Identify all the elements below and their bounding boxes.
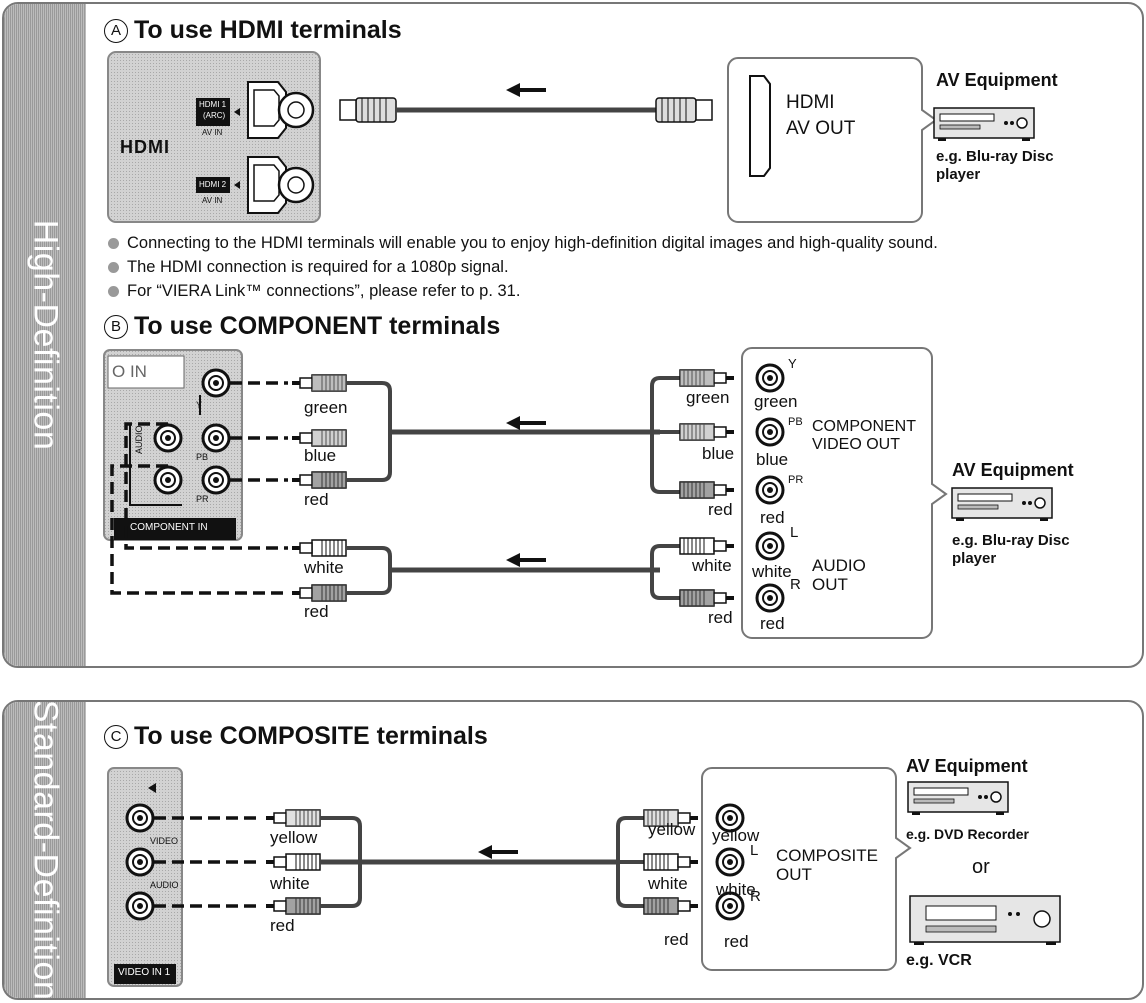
- jack-label-white: white: [752, 562, 792, 581]
- jack-label-blue: blue: [756, 450, 789, 469]
- jack-sup-pb: PB: [788, 416, 803, 428]
- tv-label-in: O IN: [112, 362, 147, 381]
- tv-label-audio: AUDIO: [150, 880, 179, 890]
- cable-label-blue: blue: [304, 446, 337, 465]
- section-marker-a: A: [104, 19, 128, 43]
- equipment-example-dvd: e.g. DVD Recorder: [906, 826, 1029, 842]
- jack-sup-r: R: [750, 888, 761, 905]
- signal-direction-arrow: [478, 845, 518, 859]
- dvd-recorder-icon: [907, 781, 1009, 816]
- cable-label-white: white: [270, 874, 310, 893]
- equipment-example-vcr: e.g. VCR: [906, 952, 972, 969]
- component-video-out-2: VIDEO OUT: [812, 436, 901, 453]
- tv-label-audio: AUDIO: [134, 425, 144, 454]
- vcr-icon: [909, 895, 1061, 945]
- video-in-1-label-bar: [114, 964, 176, 984]
- source-cable-label-red-audio: red: [708, 608, 733, 627]
- composite-source-box: [701, 767, 912, 971]
- hdmi-port-1: [196, 81, 315, 139]
- hdmi-out-port: [749, 75, 771, 177]
- hdmi-port-2-label: AV IN: [202, 196, 223, 205]
- tv-label-video: VIDEO: [150, 836, 179, 846]
- cable-label-red: red: [304, 490, 329, 509]
- hdmi-source-box: [727, 57, 938, 223]
- hdmi-cable: [339, 97, 713, 123]
- signal-direction-arrow: [506, 416, 546, 430]
- signal-direction-arrow: [506, 553, 546, 567]
- high-definition-band: High-Definition: [4, 4, 86, 666]
- composite-out-2: OUT: [776, 865, 812, 884]
- source-cable-label-yellow: yellow: [648, 820, 696, 839]
- standard-definition-panel: Standard-Definition: [2, 700, 1144, 1000]
- cable-label-white: white: [304, 558, 344, 577]
- component-in-label-bar: [114, 518, 236, 540]
- hdmi-port-2: [196, 156, 315, 214]
- source-cable-label-green: green: [686, 388, 730, 407]
- source-cable-label-red: red: [708, 500, 733, 519]
- equipment-title: AV Equipment: [936, 70, 1058, 90]
- equipment-title: AV Equipment: [952, 460, 1074, 480]
- source-cable-label-white: white: [692, 556, 732, 575]
- jack-sup-l: L: [790, 524, 799, 541]
- hdmi-source-label-2: AV OUT: [786, 118, 856, 139]
- hdmi-port-1-name: HDMI 1: [199, 100, 227, 109]
- composite-section: [107, 767, 1061, 987]
- jack-sup-y: Y: [788, 356, 797, 371]
- component-video-out-1: COMPONENT: [812, 418, 916, 435]
- component-source-box: [741, 347, 948, 639]
- equipment-example-2: player: [936, 166, 981, 183]
- tv-label-component-in: COMPONENT IN: [130, 522, 208, 533]
- jack-label-red: red: [724, 932, 749, 951]
- section-marker-b: B: [104, 315, 128, 339]
- tv-label-pr: PR: [196, 494, 209, 504]
- jack-label-red: red: [760, 508, 785, 527]
- or-text: or: [972, 856, 990, 878]
- standard-definition-band: Standard-Definition: [4, 702, 86, 998]
- jack-sup-l: L: [750, 842, 759, 859]
- source-cable-label-red: red: [664, 930, 689, 949]
- av-equipment-icon: [951, 487, 1053, 522]
- jack-sup-pr: PR: [788, 474, 804, 486]
- cable-label-green: green: [304, 398, 348, 417]
- hdmi-port-1-sub: (ARC): [203, 111, 226, 120]
- composite-out-1: COMPOSITE: [776, 846, 879, 865]
- tv-label-video-in-1: VIDEO IN 1: [118, 967, 171, 978]
- audio-out-1: AUDIO: [812, 556, 866, 575]
- tv-label-y: Y: [196, 400, 203, 410]
- hdmi-note: Connecting to the HDMI terminals will en…: [108, 234, 938, 253]
- equipment-example: e.g. Blu-ray Disc: [952, 532, 1070, 549]
- hdmi-note: For “VIERA Link™ connections”, please re…: [108, 282, 520, 301]
- jack-sup-r: R: [790, 576, 801, 593]
- hdmi-port-1-label: AV IN: [202, 128, 223, 137]
- hdmi-port-2-name: HDMI 2: [199, 180, 227, 189]
- equipment-example: e.g. Blu-ray Disc: [936, 148, 1054, 165]
- cable-label-red: red: [270, 916, 295, 935]
- source-cable-label-white: white: [648, 874, 688, 893]
- signal-direction-arrow: [506, 83, 546, 97]
- hdmi-note: The HDMI connection is required for a 10…: [108, 258, 509, 277]
- hdmi-source-label-1: HDMI: [786, 92, 835, 113]
- component-section: [103, 347, 1053, 639]
- cable-label-yellow: yellow: [270, 828, 318, 847]
- source-cable-label-blue: blue: [702, 444, 735, 463]
- jack-label-green: green: [754, 392, 798, 411]
- cable-label-red-audio: red: [304, 602, 329, 621]
- hdmi-section: [107, 51, 1035, 223]
- jack-label-yellow: yellow: [712, 826, 760, 845]
- jack-label-red-audio: red: [760, 614, 785, 633]
- jack-label-white: white: [716, 880, 756, 899]
- tv-hdmi-logo: HDMI: [120, 137, 170, 157]
- tv-label-pb: PB: [196, 452, 209, 462]
- audio-out-2: OUT: [812, 575, 848, 594]
- section-marker-c: C: [104, 725, 128, 749]
- tv-composite-panel: [107, 767, 183, 987]
- equipment-example-2: player: [952, 550, 997, 567]
- equipment-title: AV Equipment: [906, 756, 1028, 776]
- av-equipment-icon: [933, 107, 1035, 142]
